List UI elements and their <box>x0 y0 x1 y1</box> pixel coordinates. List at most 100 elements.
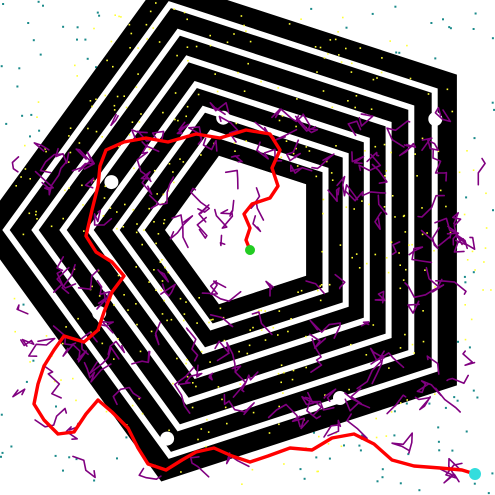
wall-speckle-dot <box>195 45 198 48</box>
speckle-dot <box>68 456 71 459</box>
search-branch <box>271 108 304 123</box>
solution-polyline <box>32 128 477 476</box>
speckle-dot <box>1 451 4 454</box>
wall-speckle-dot <box>159 261 162 263</box>
speckle-dot <box>75 458 78 461</box>
wall-speckle-dot <box>375 436 378 439</box>
wall-speckle-dot <box>316 71 318 73</box>
speckle-dot <box>472 271 475 274</box>
speckle-dot <box>62 25 65 28</box>
wall-speckle-dot <box>285 140 288 142</box>
speckle-dot <box>86 57 89 60</box>
wall-speckle-dot <box>113 304 115 306</box>
wall-speckle-dot <box>278 119 281 122</box>
wall-speckle-dot <box>320 284 323 286</box>
wall-speckle-dot <box>221 398 223 401</box>
wall-speckle-dot <box>439 189 442 192</box>
wall-speckle-dot <box>445 205 447 208</box>
wall-speckle-dot <box>168 429 170 432</box>
wall-speckle-dot <box>137 47 139 49</box>
search-branch <box>174 366 195 414</box>
wall-speckle-dot <box>65 326 67 328</box>
wall-speckle-dot <box>191 406 194 409</box>
wall-speckle-dot <box>124 203 126 206</box>
wall-speckle-dot <box>323 57 326 59</box>
wall-speckle-dot <box>319 299 322 302</box>
wall-speckle-dot <box>355 253 358 255</box>
wall-speckle-dot <box>161 280 164 282</box>
speckle-dot <box>30 113 33 116</box>
wall-speckle-dot <box>113 109 116 111</box>
wall-speckle-dot <box>470 318 473 321</box>
wall-speckle-dot <box>239 383 242 385</box>
wall-speckle-dot <box>385 257 388 259</box>
wall-ring <box>64 60 388 400</box>
search-branch <box>391 432 413 454</box>
wall-speckle-dot <box>62 217 64 220</box>
speckle-dot <box>361 434 363 437</box>
speckle-dot <box>37 0 40 3</box>
wall-speckle-dot <box>330 172 333 174</box>
wall-speckle-dot <box>101 342 104 345</box>
search-branch <box>16 304 29 315</box>
speckle-dot <box>399 482 402 485</box>
wall-speckle-dot <box>143 229 145 231</box>
search-branch <box>304 396 322 420</box>
wall-speckle-dot <box>64 189 66 192</box>
wall-speckle-dot <box>235 122 238 125</box>
speckle-dot <box>96 11 99 14</box>
search-branch <box>188 126 203 145</box>
wall-speckle-dot <box>95 130 98 133</box>
wall-speckle-dot <box>130 32 133 35</box>
wall-speckle-dot <box>205 445 207 448</box>
wall-speckle-dot <box>365 354 368 356</box>
wall-speckle-dot <box>399 287 402 290</box>
search-branch <box>438 232 452 247</box>
wall-speckle-dot <box>152 27 154 29</box>
speckle-dot <box>473 137 476 140</box>
wall-speckle-dot <box>222 316 225 319</box>
wall-speckle-dot <box>197 93 200 96</box>
wall-speckle-dot <box>167 271 170 274</box>
wall-speckle-dot <box>300 18 302 20</box>
wall-speckle-dot <box>374 145 377 148</box>
search-branch <box>71 151 96 172</box>
search-branch <box>148 194 160 210</box>
wall-speckle-dot <box>172 171 174 173</box>
wall-speckle-dot <box>105 410 108 413</box>
corridor-ring <box>86 80 370 380</box>
speckle-dot <box>491 101 494 104</box>
wall-speckle-dot <box>200 350 203 353</box>
wall-speckle-dot <box>140 113 142 115</box>
search-branch <box>434 106 452 123</box>
wall-speckle-dot <box>375 417 377 420</box>
search-branch <box>62 343 87 363</box>
wall-speckle-dot <box>433 249 435 252</box>
wall-speckle-dot <box>81 184 83 187</box>
search-branch <box>374 211 382 230</box>
wall-speckle-dot <box>485 227 488 229</box>
search-branch <box>20 338 35 347</box>
speckle-dot <box>376 480 379 483</box>
wall-speckle-dot <box>180 471 182 473</box>
wall-speckle-dot <box>116 211 118 213</box>
wall-speckle-dot <box>145 23 148 26</box>
search-branch <box>185 327 199 362</box>
wall-speckle-dot <box>305 146 308 148</box>
wall-speckle-dot <box>421 207 423 209</box>
wall-speckle-dot <box>129 47 131 49</box>
search-tree <box>11 102 486 484</box>
wall-speckle-dot <box>471 250 474 253</box>
speckle-dot <box>16 85 19 88</box>
wall-speckle-dot <box>314 46 317 48</box>
search-branch <box>160 283 176 297</box>
wall-speckle-dot <box>405 268 407 271</box>
wall-speckle-dot <box>122 226 125 228</box>
search-branch <box>345 190 387 202</box>
speckle-dot <box>418 489 421 492</box>
speckle-dot <box>437 440 440 443</box>
wall-speckle-dot <box>131 404 134 407</box>
wall-speckle-dot <box>91 285 93 288</box>
speckle-dot <box>84 38 87 41</box>
speckle-dot <box>76 38 78 41</box>
